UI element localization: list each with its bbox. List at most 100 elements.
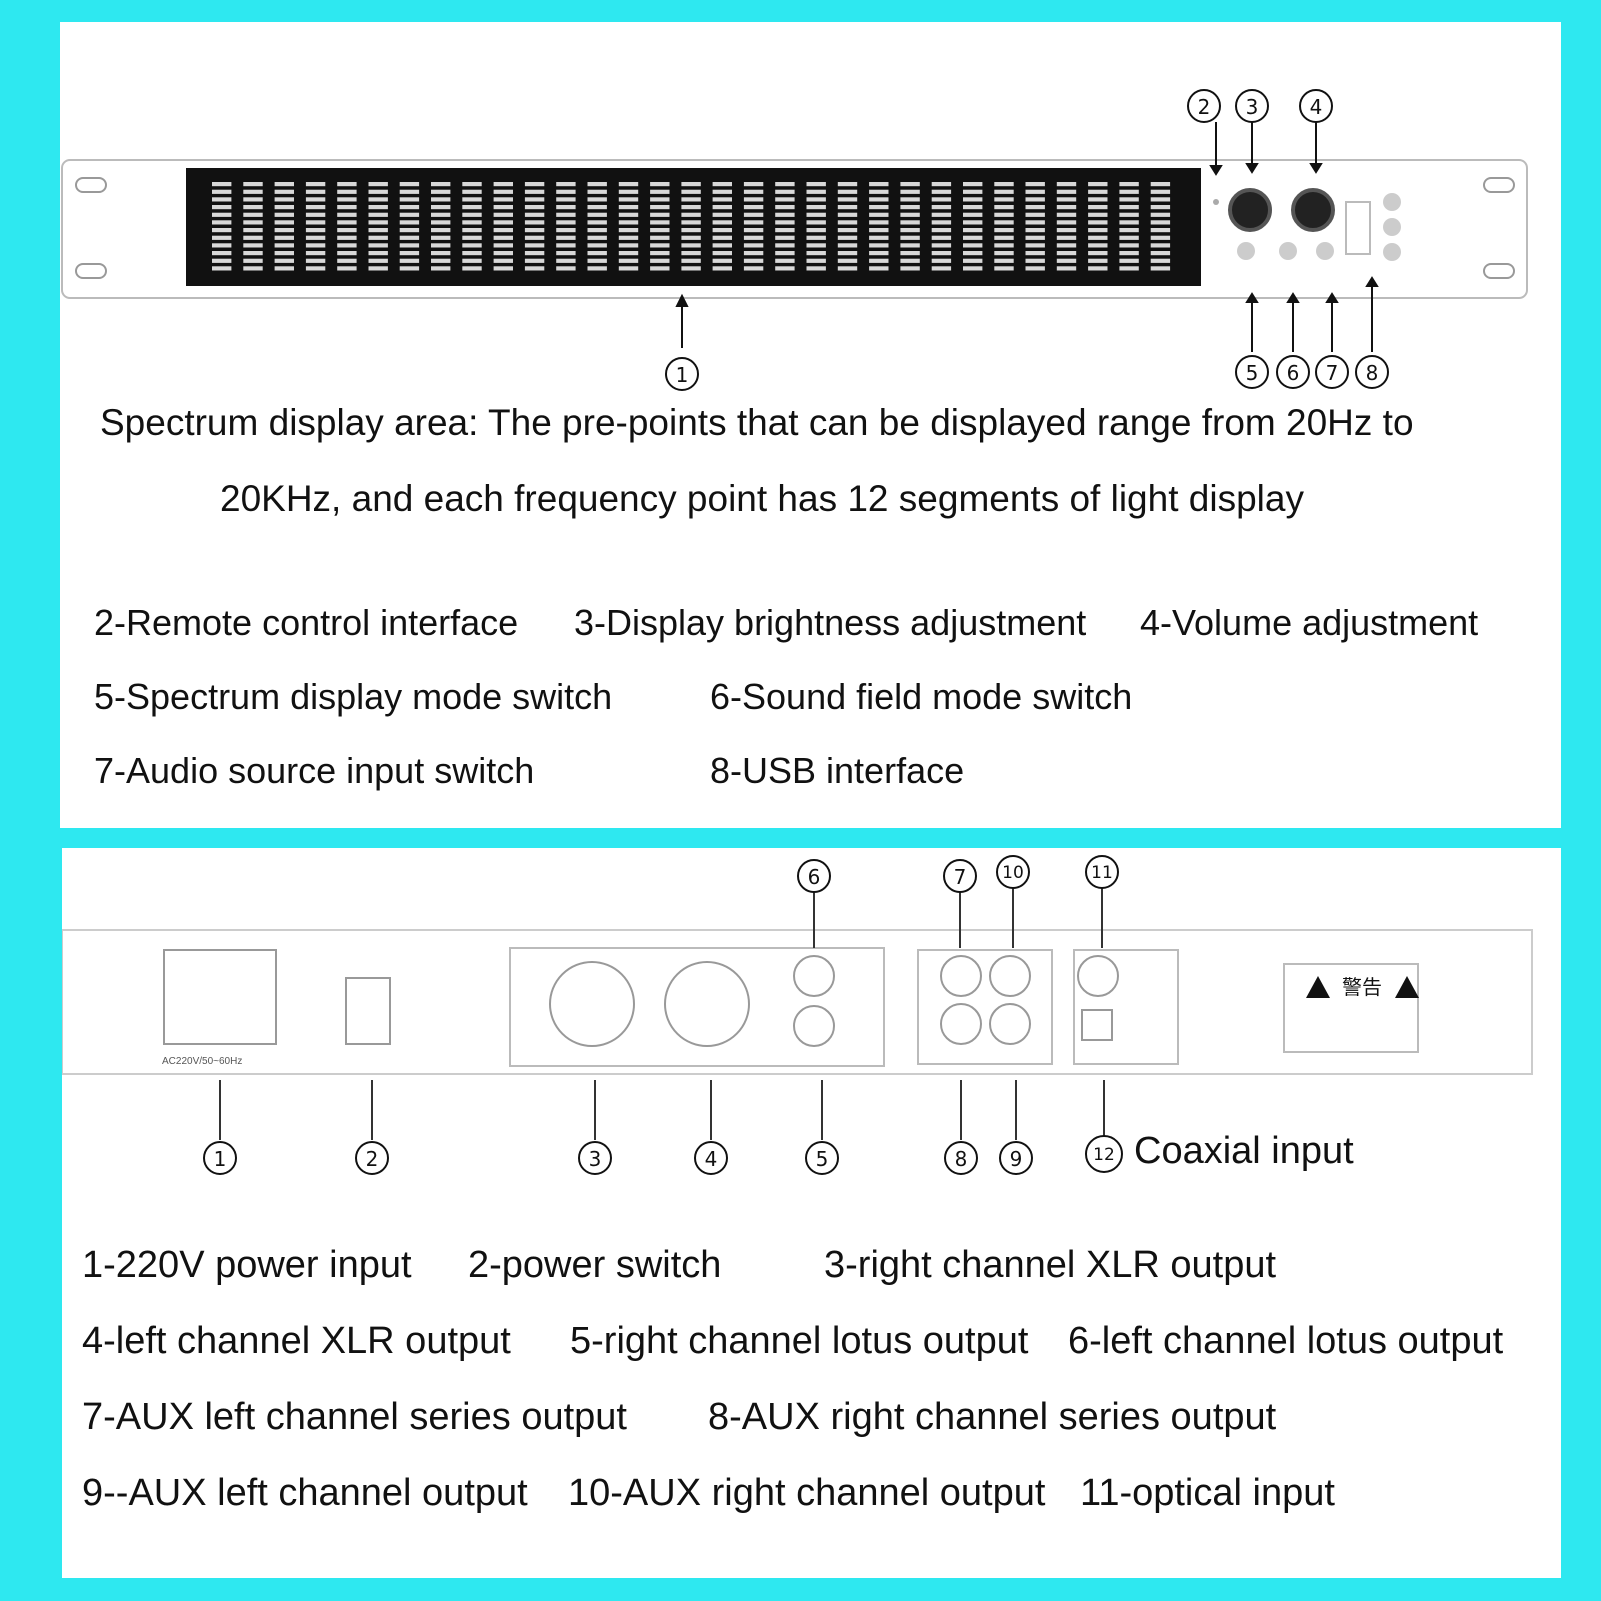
led-segment: [618, 189, 639, 194]
led-segment: [869, 258, 889, 263]
callout-circle: [1085, 1135, 1123, 1173]
led-segment: [994, 251, 1014, 256]
legend-spectrum-mode: 5-Spectrum display mode switch: [94, 676, 613, 717]
led-segment: [1056, 205, 1077, 210]
led-segment: [994, 220, 1014, 225]
power-rating: AC220V/50~60Hz: [162, 1056, 242, 1067]
led-segment: [431, 220, 451, 225]
led-segment: [431, 258, 451, 263]
led-segment: [618, 258, 639, 263]
callout-3: 3: [589, 1147, 602, 1171]
aux-block: [917, 949, 1053, 1065]
led-segment: [650, 258, 670, 263]
callout-circle: [203, 1141, 237, 1175]
callout-circle: [1315, 355, 1349, 389]
led-segment: [556, 189, 576, 194]
led-segment: [493, 182, 513, 187]
led-segment: [900, 205, 920, 210]
brightness-knob[interactable]: [1228, 188, 1272, 232]
led-segment: [650, 212, 670, 217]
led-segment: [431, 189, 451, 194]
led-segment: [931, 228, 952, 233]
led-segment: [399, 251, 420, 256]
led-segment: [1025, 228, 1045, 233]
led-segment: [337, 243, 357, 248]
led-segment: [712, 243, 732, 248]
led-segment: [963, 220, 983, 225]
led-segment: [524, 205, 545, 210]
led-segment: [399, 182, 420, 187]
led-segment: [1025, 189, 1045, 194]
led-segment: [681, 251, 701, 256]
legend-aux-right-output: 10-AUX right channel output: [568, 1472, 1046, 1514]
led-segment: [743, 266, 764, 271]
led-segment: [1025, 182, 1045, 187]
led-segment: [1056, 251, 1077, 256]
lotus-left-output: [793, 955, 835, 997]
led-segment: [900, 189, 920, 194]
led-segment: [1150, 212, 1171, 217]
led-segment: [587, 205, 607, 210]
led-segment: [212, 266, 232, 271]
led-segment: [462, 243, 482, 248]
led-segment: [587, 235, 607, 240]
led-segment: [431, 243, 451, 248]
led-segment: [243, 189, 263, 194]
remote-port: [1213, 199, 1219, 205]
led-segment: [212, 182, 232, 187]
next-button[interactable]: [1383, 243, 1401, 261]
aux-left-output: [989, 1003, 1031, 1045]
callout-circle: [996, 855, 1030, 889]
led-segment: [900, 251, 920, 256]
led-segment: [869, 220, 889, 225]
prev-button[interactable]: [1383, 218, 1401, 236]
callout-5: 5: [816, 1147, 829, 1171]
led-segment: [994, 197, 1014, 202]
led-segment: [963, 205, 983, 210]
legend-usb: 8-USB interface: [710, 750, 965, 791]
led-segment: [963, 258, 983, 263]
led-segment: [1150, 235, 1171, 240]
led-segment: [806, 205, 826, 210]
led-segment: [587, 212, 607, 217]
menu-button[interactable]: [1383, 193, 1401, 211]
led-segment: [775, 266, 795, 271]
led-segment: [994, 189, 1014, 194]
led-segment: [274, 235, 294, 240]
led-segment: [399, 212, 420, 217]
led-segment: [869, 251, 889, 256]
volume-knob[interactable]: [1291, 188, 1335, 232]
usb-port: [1345, 201, 1371, 255]
led-segment: [368, 243, 388, 248]
led-segment: [712, 235, 732, 240]
legend-left-lotus: 6-left channel lotus output: [1068, 1320, 1504, 1362]
led-segment: [243, 220, 263, 225]
led-segment: [212, 189, 232, 194]
led-segment: [524, 243, 545, 248]
input-switch-button[interactable]: [1316, 242, 1334, 260]
rack-ear-hole: [1483, 263, 1515, 279]
spectrum-mode-button[interactable]: [1237, 242, 1255, 260]
power-switch[interactable]: [345, 977, 391, 1045]
led-segment: [869, 228, 889, 233]
led-segment: [524, 266, 545, 271]
led-segment: [1119, 205, 1139, 210]
optical-input: [1077, 955, 1119, 997]
aux-right-series: [940, 1003, 982, 1045]
led-segment: [1025, 235, 1045, 240]
legend-remote: 2-Remote control interface: [94, 602, 519, 643]
led-segment: [931, 243, 952, 248]
led-segment: [431, 182, 451, 187]
led-segment: [712, 182, 732, 187]
led-segment: [368, 228, 388, 233]
led-segment: [900, 197, 920, 202]
sound-field-button[interactable]: [1279, 242, 1297, 260]
led-segment: [431, 235, 451, 240]
led-segment: [1088, 266, 1108, 271]
led-segment: [650, 228, 670, 233]
led-segment: [1088, 235, 1108, 240]
coaxial-input-label: Coaxial input: [1134, 1130, 1354, 1172]
callout-6: 6: [808, 865, 821, 889]
led-segment: [963, 189, 983, 194]
led-segment: [462, 235, 482, 240]
